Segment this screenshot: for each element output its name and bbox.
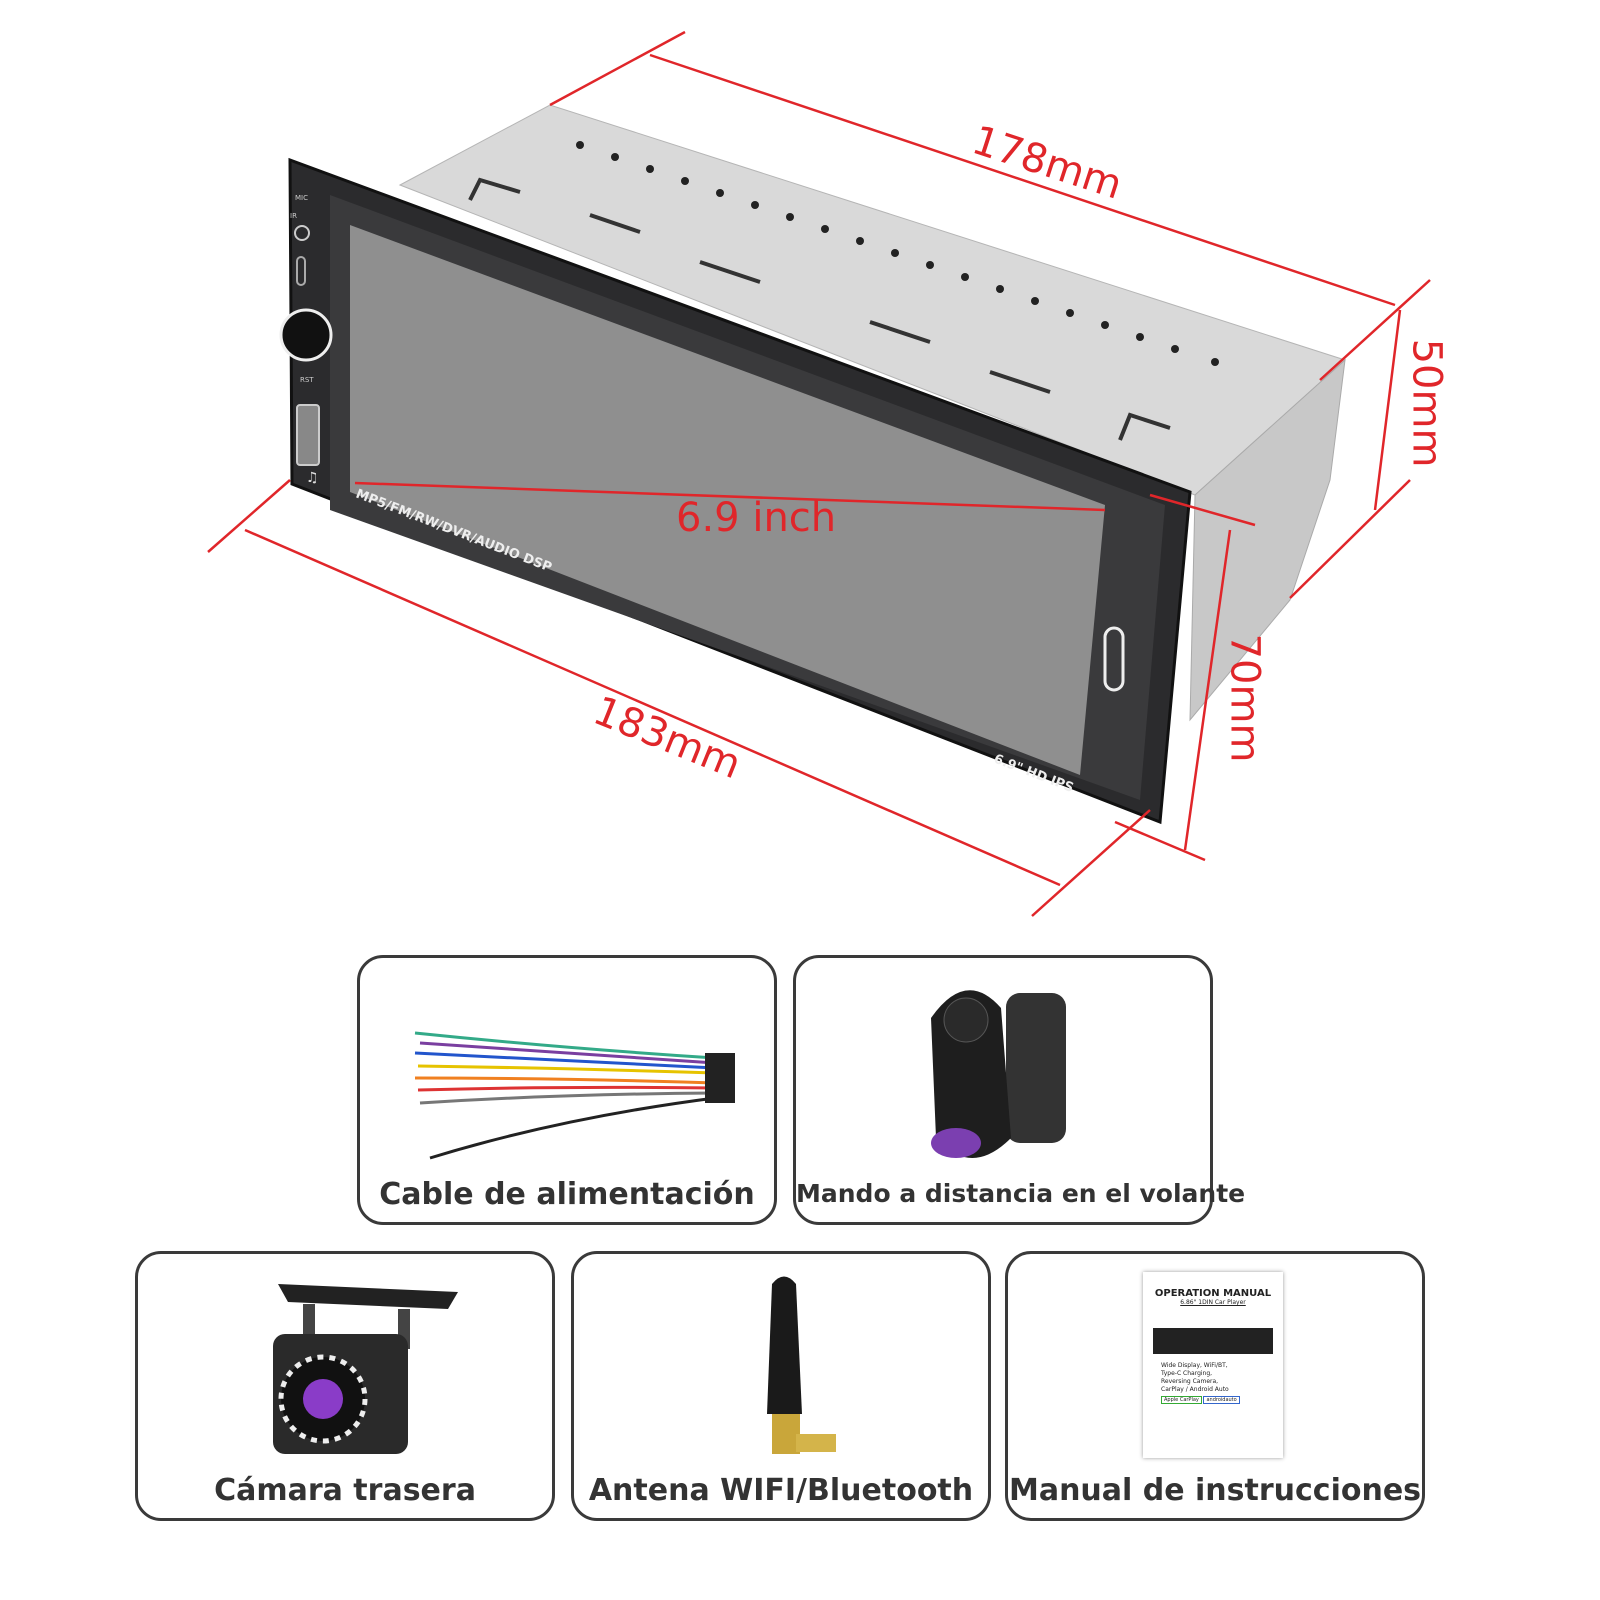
manual-feature: Type-C Charging, (1161, 1370, 1213, 1377)
steering-remote-icon (931, 990, 1066, 1158)
accessory-manual: OPERATION MANUAL 6.86" 1DIN Car Player W… (1005, 1251, 1425, 1521)
ir-jack-icon (294, 225, 310, 241)
volume-knob (279, 308, 333, 362)
androidauto-badge: androidauto (1203, 1396, 1240, 1404)
wiring-harness-icon (414, 1031, 735, 1160)
chassis-side (1189, 358, 1346, 722)
carplay-badge: Apple CarPlay (1161, 1396, 1202, 1404)
accessory-label: Antena WIFI/Bluetooth (588, 1473, 974, 1508)
manual-feature: Reversing Camera, (1161, 1378, 1219, 1385)
ir-label: IR (290, 212, 297, 220)
usb-c-port (296, 256, 306, 286)
chassis-slots (468, 177, 1171, 441)
accessory-label: Mando a distancia en el volante (796, 1179, 1246, 1208)
rear-camera-icon (273, 1284, 458, 1454)
usb-port (296, 404, 320, 466)
accessory-rear-camera: Cámara trasera (135, 1251, 555, 1521)
screen (350, 225, 1105, 775)
music-note-icon: ♫ (306, 470, 319, 486)
manual-feature: Wide Display, WiFi/BT, (1161, 1362, 1228, 1369)
manual-subtitle: 6.86" 1DIN Car Player (1180, 1299, 1246, 1306)
accessory-label: Cable de alimentación (379, 1177, 755, 1212)
rst-label: RST (300, 376, 314, 384)
mic-label: MIC (295, 194, 308, 202)
head-unit-illustration: MIC IR RST ♫ MP5/FM/RW/DVR/AUDIO DSP 6.9… (207, 30, 1431, 917)
antenna-icon (767, 1276, 836, 1454)
home-button (1103, 626, 1125, 692)
dimension-lines (207, 30, 1431, 917)
manual-feature: CarPlay / Android Auto (1161, 1386, 1229, 1393)
manual-title: OPERATION MANUAL (1154, 1288, 1272, 1299)
accessory-power-cable: Cable de alimentación (357, 955, 777, 1225)
accessory-antenna: Antena WIFI/Bluetooth (571, 1251, 991, 1521)
dimension-screen: 6.9 inch (676, 495, 837, 541)
accessory-label: Cámara trasera (214, 1473, 476, 1508)
chassis-vent-holes (576, 141, 1219, 366)
manual-thumbnail: OPERATION MANUAL 6.86" 1DIN Car Player W… (1143, 1272, 1283, 1458)
dimension-height-front: 70mm (1221, 633, 1268, 763)
accessory-steering-remote: Mando a distancia en el volante (793, 955, 1246, 1225)
manual-device-image (1153, 1328, 1273, 1354)
accessory-label: Manual de instrucciones (1008, 1473, 1422, 1508)
dimension-height-rear: 50mm (1403, 338, 1450, 468)
